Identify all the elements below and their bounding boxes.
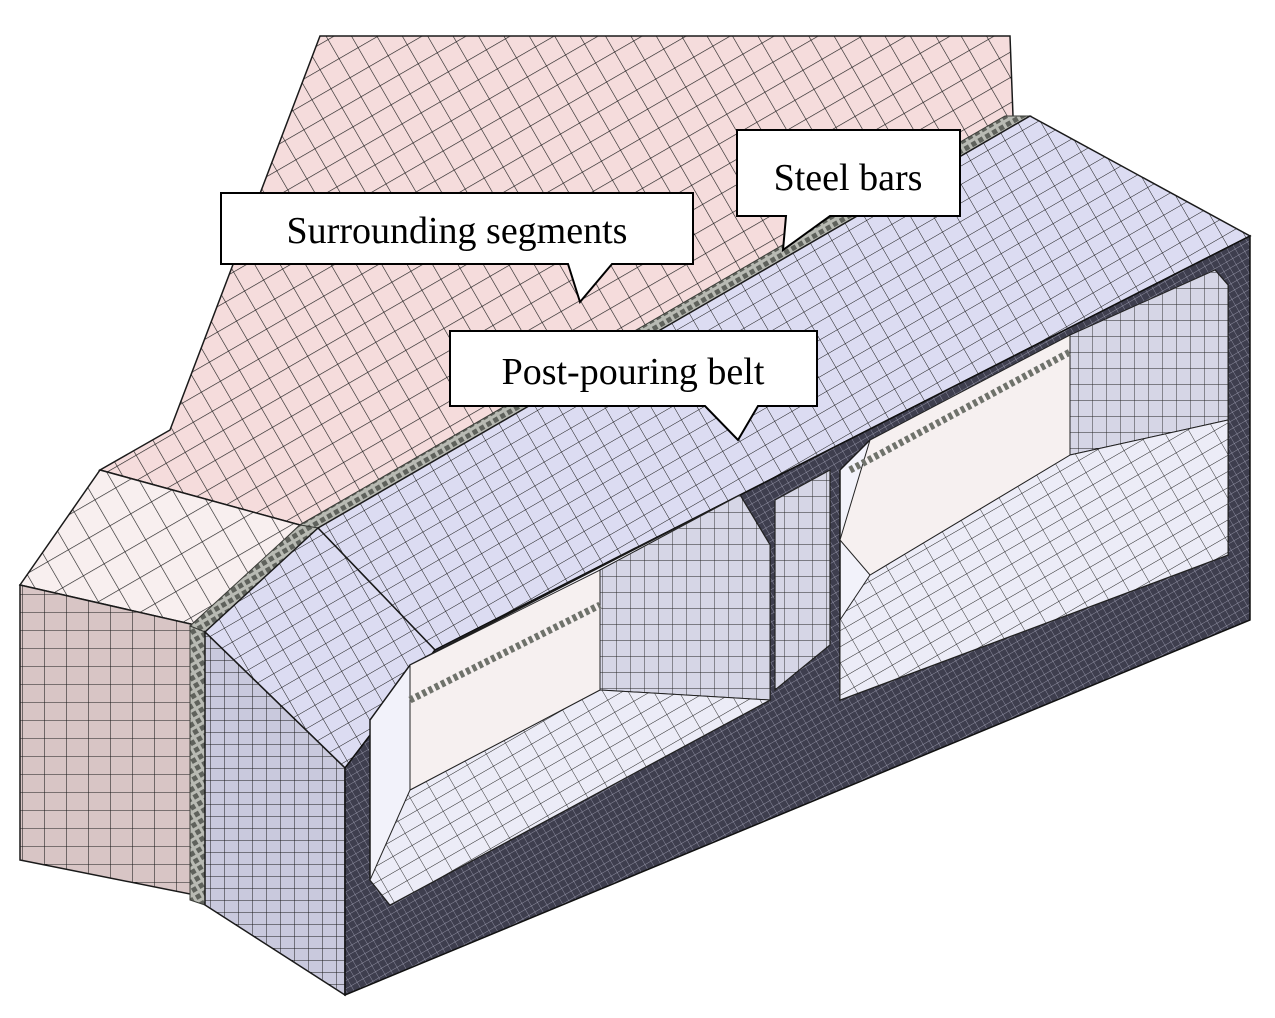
right-cell-inner-slope [839, 334, 1071, 576]
callout-label-steel-bars: Steel bars [774, 157, 923, 199]
segment-side-face [19, 584, 196, 896]
callout-surrounding-segments: Surrounding segments [220, 192, 694, 305]
left-cell-inner-slope [409, 569, 601, 791]
callout-steel-bars: Steel bars [736, 129, 961, 253]
callout-label-surrounding-segments: Surrounding segments [287, 210, 628, 252]
callout-box-post-pouring-belt [449, 330, 818, 442]
callout-label-post-pouring-belt: Post-pouring belt [502, 351, 765, 393]
callout-box-surrounding-segments [220, 192, 694, 305]
right-cell [839, 269, 1229, 702]
left-cell-bars [408, 601, 602, 704]
callout-box-steel-bars [736, 129, 961, 253]
callout-post-pouring-belt: Post-pouring belt [449, 330, 818, 442]
steel-bar-strip-side [189, 625, 206, 906]
left-cell [369, 494, 772, 906]
belt-middle-web [774, 468, 831, 692]
